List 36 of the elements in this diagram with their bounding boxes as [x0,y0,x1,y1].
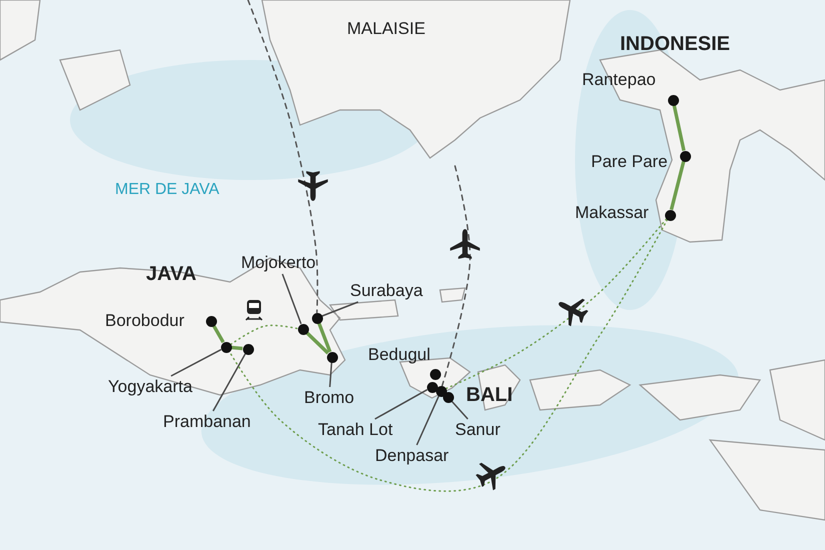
route-line [317,322,332,352]
leader-line [416,396,440,446]
place-label: Sanur [455,420,500,440]
place-label: Borobodur [105,311,184,331]
leader-line [170,348,222,377]
route-line [228,219,668,492]
route-line [231,346,243,350]
leader-line [282,274,302,324]
place-label: Yogyakarta [108,377,192,397]
place-label: Prambanan [163,412,251,432]
place-label: Denpasar [375,446,449,466]
route-line [230,324,298,346]
place-label: Makassar [575,203,649,223]
leader-line [329,362,332,388]
route-line [672,105,686,151]
country-label: MALAISIE [347,19,426,39]
place-label: Rantepao [582,70,656,90]
route-line [441,165,471,386]
sea-label: MER DE JAVA [115,180,220,200]
place-label: Mojokerto [241,253,316,273]
place-label: Surabaya [350,281,423,301]
route-line [445,218,668,390]
route-line [306,332,330,354]
leader-line [212,353,246,412]
island-label: JAVA [146,264,196,284]
place-label: Tanah Lot [318,420,393,440]
place-label: Bromo [304,388,354,408]
route-line [670,160,686,210]
leader-line [374,389,428,420]
route-line [212,324,225,344]
place-label: Bedugul [368,345,430,365]
country-label: INDONESIE [620,34,730,54]
route-line [247,0,318,314]
leader-line [451,400,468,420]
place-label: Pare Pare [591,152,668,172]
island-label: BALI [466,385,513,405]
